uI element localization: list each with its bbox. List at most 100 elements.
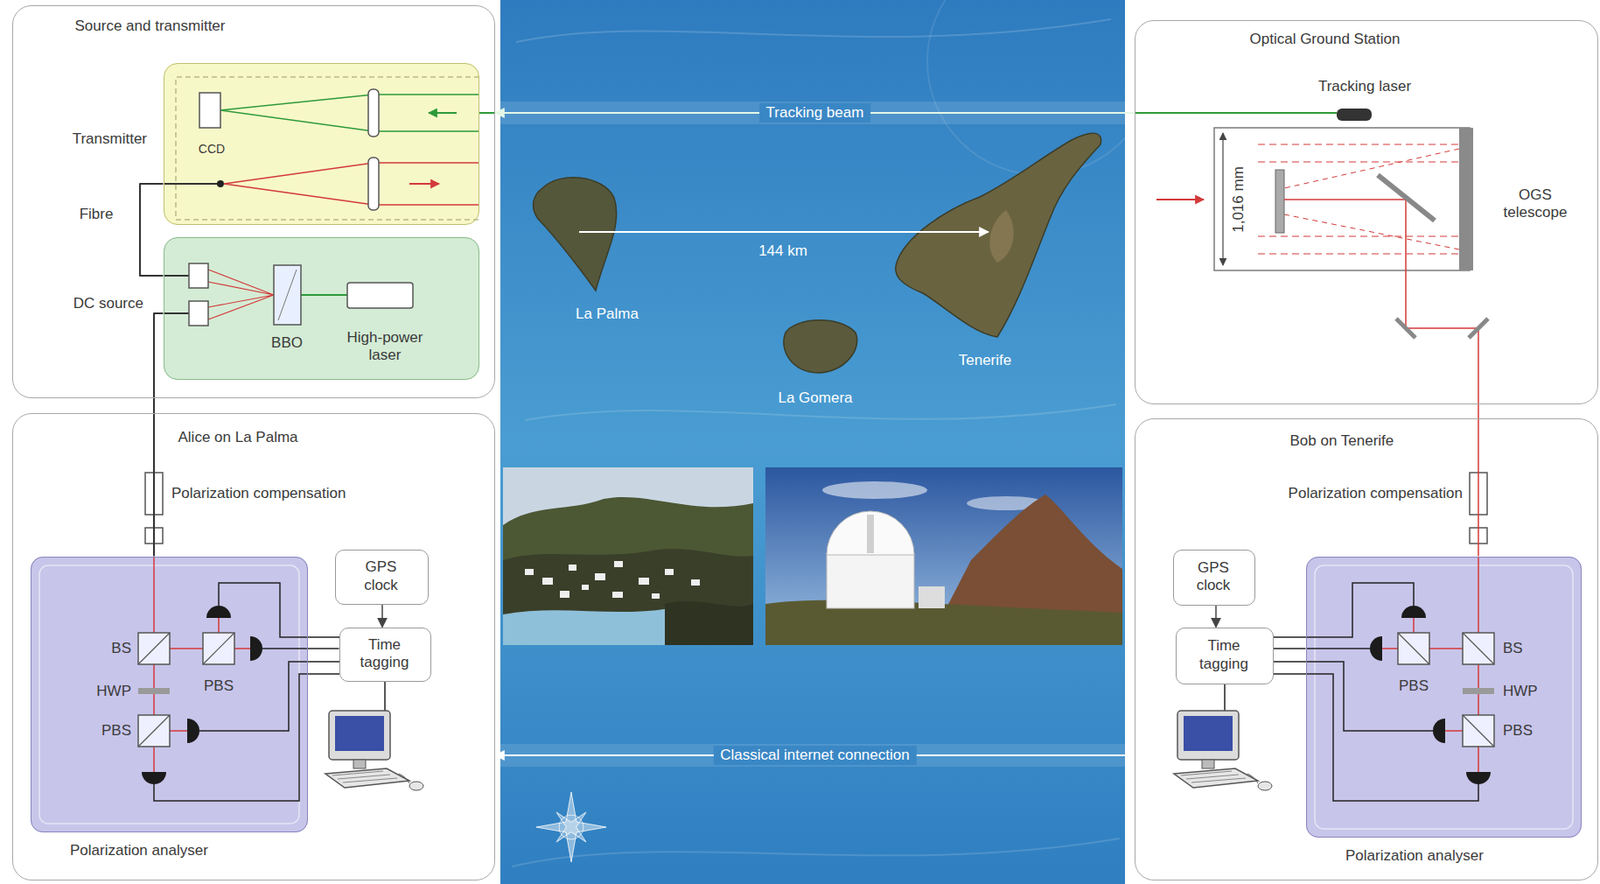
alice-optics-part-part (199, 661, 340, 731)
sea-background-part (516, 19, 1111, 42)
transmitter-optics-part (368, 157, 379, 210)
island-map (533, 132, 1102, 373)
transmitter-optics-part (409, 182, 440, 185)
alice-optics-part-part (141, 771, 167, 784)
box-title: Alice on La Palma (178, 428, 299, 447)
bob-optics (1173, 472, 1582, 838)
part-label: Polarization compensation (1288, 484, 1463, 503)
la-palma-photo-part-part (559, 590, 570, 598)
part-label: HWP (96, 682, 132, 700)
part-label: BS (1502, 639, 1524, 657)
box-title: Transmitter (72, 130, 147, 148)
transmitter-optics-part (216, 180, 224, 188)
part-label: PBS (1398, 677, 1429, 695)
entangled-photon-source-part (300, 293, 348, 296)
part-label: La Gomera (777, 389, 853, 407)
box-title: GPS clock (354, 558, 409, 594)
edge-label: Classical internet connection (712, 745, 916, 765)
entangled-photon-source-part (347, 282, 413, 308)
la-palma-photo-part-part (691, 579, 700, 586)
la-palma-photo-part (503, 467, 754, 645)
entangled-photon-source-part (163, 237, 480, 380)
transmitter-optics-part (220, 94, 480, 132)
bob-optics-part-part (1273, 661, 1433, 731)
connector (1477, 404, 1480, 557)
la-palma-photo-part-part (568, 564, 577, 571)
bob-optics-part (1462, 687, 1495, 694)
alice-optics-part-part (153, 673, 340, 801)
sea-background-part (927, 0, 1155, 175)
island-map-part (533, 177, 617, 291)
compass-rose-part (541, 796, 601, 857)
connector (1273, 647, 1307, 650)
alice-optics (30, 472, 432, 832)
alice-optics-part-part (250, 635, 263, 661)
entangled-photon-source-part (273, 265, 301, 325)
ogs-telescope-part (1459, 127, 1474, 271)
part-label: CCD (198, 141, 225, 157)
part-label: HWP (1502, 682, 1538, 700)
bob-optics-part-part (1223, 684, 1226, 711)
alice-optics-part-part (384, 681, 386, 711)
bob-optics-part-part (1432, 718, 1446, 743)
bob-optics-part-part (1273, 582, 1414, 637)
bob-optics-part-part (1306, 647, 1370, 650)
sea-background-part (511, 838, 1120, 867)
bob-optics-part (1175, 627, 1274, 685)
alice-optics-part-part (187, 718, 200, 743)
entangled-photon-source-part (208, 269, 274, 320)
observatory-photo (765, 467, 1123, 645)
la-palma-photo (503, 467, 754, 645)
connector (153, 313, 164, 557)
bob-optics-part (1314, 565, 1573, 829)
part-label: 1,016 mm (1229, 166, 1248, 233)
edge-label: Tracking beam (759, 103, 872, 123)
alice-optics-part (325, 710, 424, 790)
connector (139, 183, 164, 276)
box-title: GPS clock (1186, 558, 1241, 594)
la-palma-photo-part-part (581, 584, 589, 590)
connector (1215, 605, 1217, 628)
process-box: Time tagging (339, 627, 432, 682)
box-title: Optical Ground Station (1250, 30, 1401, 49)
entangled-photon-source-part (188, 263, 209, 288)
island-map-part (579, 230, 989, 233)
process-box: GPS clock (335, 549, 429, 605)
observatory-photo-part (866, 514, 874, 553)
transmitter-optics-part (368, 89, 379, 137)
alice-optics-part-part (262, 647, 308, 650)
bob-optics-part-part (1369, 635, 1383, 661)
la-palma-photo-part (503, 548, 754, 645)
box-title: Polarization analyser (1345, 846, 1484, 865)
bob-optics-part (1306, 556, 1582, 838)
box-title: Source and transmitter (75, 17, 226, 35)
bob-optics-part (1397, 632, 1495, 747)
la-palma-photo-part (664, 600, 754, 645)
ogs-telescope-part (1222, 132, 1223, 266)
entangled-photon-source-part (163, 274, 189, 277)
sea-background-part (524, 404, 1117, 420)
panel: Alice on La PalmaPolarization analyser GP… (12, 412, 496, 881)
box-title: Time tagging (1190, 636, 1258, 672)
box-title: Bob on Tenerife (1290, 432, 1395, 450)
box-title: Time tagging (351, 635, 419, 671)
island-map-part (895, 132, 1102, 337)
ogs-telescope-part (1396, 318, 1416, 338)
observatory-photo-part (822, 481, 928, 499)
part-label: Tenerife (958, 351, 1012, 370)
part-label: Polarization compensation (171, 484, 346, 503)
alice-optics-part (339, 627, 432, 682)
island-map-part (783, 320, 858, 373)
la-palma-photo-part-part (524, 568, 534, 575)
connector (381, 604, 384, 628)
ogs-telescope-part (1134, 111, 1337, 114)
box-title: Polarization analyser (69, 841, 209, 860)
la-palma-photo-part (524, 560, 700, 599)
observatory-photo-part (826, 510, 915, 555)
bob-optics-part-part (1401, 605, 1426, 618)
part-label: BS (111, 639, 132, 657)
transmitter-optics (163, 62, 496, 225)
ogs-telescope-part (1468, 318, 1489, 338)
part-label: La Palma (575, 305, 639, 323)
la-palma-photo-part-part (664, 568, 674, 575)
